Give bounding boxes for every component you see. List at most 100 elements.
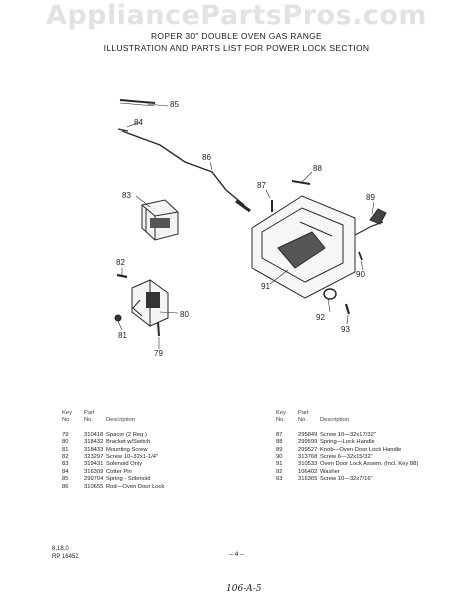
part-number: 318432 — [84, 439, 104, 446]
header-description: Description — [106, 417, 135, 424]
key-number: 79 — [62, 431, 69, 438]
washer-part — [323, 288, 337, 300]
part-description: Spacer (2 Req.) — [106, 431, 147, 438]
callout-83: 83 — [122, 191, 131, 200]
part-number: 310418 — [84, 431, 104, 438]
key-number: 84 — [62, 468, 69, 475]
key-number: 91 — [276, 461, 283, 468]
exploded-parts-diagram: 85 84 86 88 87 89 83 82 91 90 80 92 81 9… — [114, 99, 387, 358]
key-number: 80 — [62, 439, 69, 446]
callout-90: 90 — [356, 270, 365, 279]
spacer-part — [157, 321, 160, 337]
part-number: 316309 — [84, 468, 104, 475]
spring-solenoid-part — [119, 99, 156, 104]
header-part: Part — [84, 410, 95, 416]
callout-91: 91 — [261, 282, 270, 291]
key-number: 87 — [276, 431, 283, 438]
callout-81: 81 — [118, 331, 127, 340]
part-description: Screw 6—32x15/32" — [320, 454, 373, 461]
part-number: 295849 — [298, 431, 318, 438]
table-header-row: Key Part — [62, 410, 237, 417]
mounting-screw-part — [114, 314, 122, 322]
bracket-switch-part — [131, 279, 169, 327]
part-number: 310533 — [298, 461, 318, 468]
part-number: 310655 — [84, 483, 104, 490]
part-number: 299599 — [298, 439, 318, 446]
header-part: Part — [298, 410, 309, 416]
header-key-no: No. — [276, 417, 286, 424]
key-number: 86 — [62, 483, 69, 490]
part-number: 323297 — [84, 454, 104, 461]
header-part-no: No. — [298, 417, 308, 424]
footer-codes: 8,18,0 RP 16452 — [52, 545, 79, 561]
callout-86: 86 — [202, 153, 211, 162]
callout-79: 79 — [154, 349, 163, 358]
part-description: Washer — [320, 468, 340, 475]
key-number: 85 — [62, 476, 69, 483]
footer-code: 8,18,0 — [52, 546, 69, 552]
header-key-no: No. — [62, 417, 72, 424]
page-subtitle: ILLUSTRATION AND PARTS LIST FOR POWER LO… — [103, 43, 370, 53]
callout-89: 89 — [366, 193, 375, 202]
footer-code: RP 16452 — [52, 554, 79, 560]
callout-93: 93 — [341, 325, 350, 334]
part-number: 318433 — [84, 446, 104, 453]
header-description: Description — [320, 417, 349, 424]
table-header-row: Key Part — [276, 410, 466, 417]
header-part-no: No. — [84, 417, 94, 424]
callout-82: 82 — [116, 258, 125, 267]
table-header-row: No. No. Description — [62, 417, 237, 424]
oven-door-lock-assembly-part — [251, 195, 384, 299]
cotter-pin-part — [117, 128, 129, 132]
part-description: Spring—Lock Handle — [320, 439, 375, 446]
part-number: 319431 — [84, 461, 104, 468]
header-key: Key — [62, 410, 72, 416]
part-number: 316365 — [298, 476, 318, 483]
knob-part — [369, 208, 387, 225]
key-number: 90 — [276, 454, 283, 461]
part-description: Cotter Pin — [106, 468, 132, 475]
solenoid-part — [141, 199, 179, 241]
key-number: 89 — [276, 446, 283, 453]
part-number: 299704 — [84, 476, 104, 483]
part-description: Screw 10—32x7/16" — [320, 476, 373, 483]
part-description: Solenoid Only — [106, 461, 143, 468]
key-number: 88 — [276, 439, 283, 446]
part-description: Knob—Oven Door Lock Handle — [320, 446, 402, 453]
part-description: Spring - Solenoid — [106, 476, 151, 483]
page-title: ROPER 30" DOUBLE OVEN GAS RANGE — [150, 31, 323, 41]
key-number: 82 — [62, 454, 69, 461]
table-header-row: No. No. Description — [276, 417, 466, 424]
screw-90-part — [358, 251, 363, 261]
part-description: Rod—Oven Door Lock — [106, 483, 165, 490]
part-description: Oven Door Lock Assem. (Incl. Key 88) — [320, 461, 419, 468]
screw-93-part — [344, 303, 351, 315]
part-description: Bracket w/Switch — [106, 439, 151, 446]
callout-85: 85 — [170, 100, 179, 109]
screw-82-part — [116, 273, 128, 279]
watermark: AppliancePartsPros.com — [45, 0, 428, 31]
page-number: – 4 – — [229, 551, 244, 558]
key-number: 92 — [276, 468, 283, 475]
part-number: 106402 — [298, 468, 318, 475]
part-number: 299527 — [298, 446, 318, 453]
spring-lock-handle-part — [291, 180, 311, 185]
part-description: Screw 10—32x17/32" — [320, 431, 376, 438]
part-description: Mounting Screw — [106, 446, 148, 453]
callout-87: 87 — [257, 181, 266, 190]
callout-84: 84 — [134, 118, 143, 127]
